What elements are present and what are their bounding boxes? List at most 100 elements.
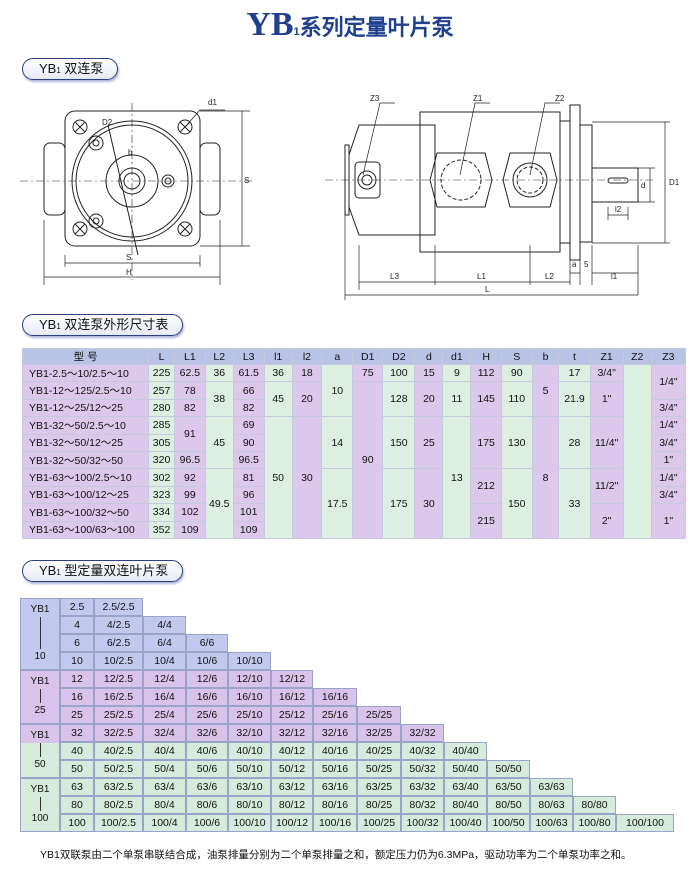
combination-cell: 12/2.5 [94, 670, 143, 688]
table-cell: 75 [352, 363, 384, 383]
combination-cell: 100/40 [444, 814, 487, 832]
model-cell: YB1-32～50/2.5～10 [21, 416, 150, 435]
table-cell: 212 [470, 468, 502, 505]
combination-cell: 12/12 [271, 670, 313, 688]
model-cell: YB1-63～100/63～100 [21, 520, 150, 539]
label-b: b [128, 148, 133, 157]
combination-cell: 40/4 [143, 742, 186, 760]
column-header: d1 [442, 348, 472, 365]
combination-cell: 32/12 [271, 724, 313, 742]
table-cell: 225 [148, 363, 175, 383]
table-cell: 62.5 [173, 363, 206, 383]
combination-cell: 32/16 [313, 724, 357, 742]
table-cell: 96 [232, 485, 265, 505]
label-Z1: Z1 [473, 95, 483, 103]
table-cell: 25 [414, 416, 444, 470]
combination-cell: 50/12 [271, 760, 313, 778]
combination-cell: 50/32 [401, 760, 444, 778]
section-label-combination-table: YB1 型定量双连叶片泵 [22, 560, 184, 582]
table-cell: 323 [148, 485, 175, 505]
table-cell: 90 [232, 433, 265, 452]
column-header: D1 [352, 348, 384, 365]
combination-cell: 80/40 [444, 796, 487, 814]
table-cell: 215 [470, 503, 502, 539]
table-cell: 14 [321, 416, 354, 470]
section-text: 型定量双连叶片泵 [60, 563, 169, 578]
table-cell: 49.5 [204, 468, 234, 539]
label-S-vertical: S [244, 176, 249, 185]
table-cell: 99 [173, 485, 206, 505]
table-cell: 17.5 [321, 468, 354, 539]
combination-cell: 100/6 [186, 814, 228, 832]
table-cell: 352 [148, 520, 175, 539]
label-L: L [485, 285, 490, 294]
label-L2: L2 [545, 272, 554, 281]
combination-cell: 2.5/2.5 [94, 598, 143, 616]
range-bar [39, 617, 41, 649]
range-bar [39, 797, 41, 811]
table-cell: 10 [321, 363, 354, 418]
combination-cell: 100/50 [487, 814, 530, 832]
model-cell: YB1-63～100/12～25 [21, 485, 150, 505]
combination-cell: 16/12 [271, 688, 313, 706]
combination-cell: 50/10 [228, 760, 271, 778]
table-cell: 100 [382, 363, 416, 383]
combination-cell: 100/16 [313, 814, 357, 832]
combination-cell: 12/4 [143, 670, 186, 688]
column-header: D2 [382, 348, 416, 365]
section-prefix: YB [39, 563, 57, 578]
section-prefix: YB [39, 61, 57, 76]
combination-cell: 80/16 [313, 796, 357, 814]
combination-cell: 16/10 [228, 688, 271, 706]
combination-cell: 63/63 [530, 778, 573, 796]
combination-cell: 80/50 [487, 796, 530, 814]
table-cell: 9 [442, 363, 472, 383]
combination-cell: 12/10 [228, 670, 271, 688]
series-name: YB1 [30, 784, 50, 795]
page-title: YB1系列定量叶片泵 [0, 6, 700, 44]
combination-cell: 32/4 [143, 724, 186, 742]
combination-cell: 50/25 [357, 760, 401, 778]
table-cell: 3/4" [650, 398, 687, 418]
combination-cell: 32/32 [401, 724, 444, 742]
label-5: 5 [584, 260, 589, 269]
label-D2: D2 [102, 118, 113, 127]
model-cell: YB1-12～125/2.5～10 [21, 381, 150, 400]
table-cell: 11 [442, 381, 472, 418]
table-cell [622, 364, 652, 539]
table-cell: 13 [442, 416, 472, 539]
table-cell: 21.9 [558, 381, 591, 418]
section-label-double-pump: YB1 双连泵 [22, 58, 119, 80]
table-cell: 96.5 [173, 450, 206, 470]
combination-cell: 16/2.5 [94, 688, 143, 706]
column-header: Z1 [589, 348, 624, 365]
combination-cell: 63/32 [401, 778, 444, 796]
table-cell: 33 [558, 468, 591, 539]
label-d1: d1 [208, 98, 217, 107]
series-max: 100 [31, 813, 49, 824]
combination-cell: 25/16 [313, 706, 357, 724]
range-bar [39, 689, 41, 703]
table-cell: 15 [414, 363, 444, 383]
table-cell: 1" [589, 381, 624, 418]
displacement-cell: 6 [60, 634, 94, 652]
combination-cell: 6/6 [186, 634, 228, 652]
combination-cell: 63/12 [271, 778, 313, 796]
label-L1: L1 [477, 272, 486, 281]
series-name: YB1 [30, 730, 50, 741]
title-cn: 系列定量叶片泵 [299, 15, 454, 40]
table-cell: 3/4" [650, 433, 687, 452]
combination-cell: 6/2.5 [94, 634, 143, 652]
combination-cell: 10/10 [228, 652, 271, 670]
column-header: b [531, 348, 560, 365]
table-cell: 175 [470, 416, 502, 470]
table-cell: 334 [148, 503, 175, 522]
table-cell: 1" [650, 450, 687, 470]
table-cell: 36 [204, 363, 234, 383]
